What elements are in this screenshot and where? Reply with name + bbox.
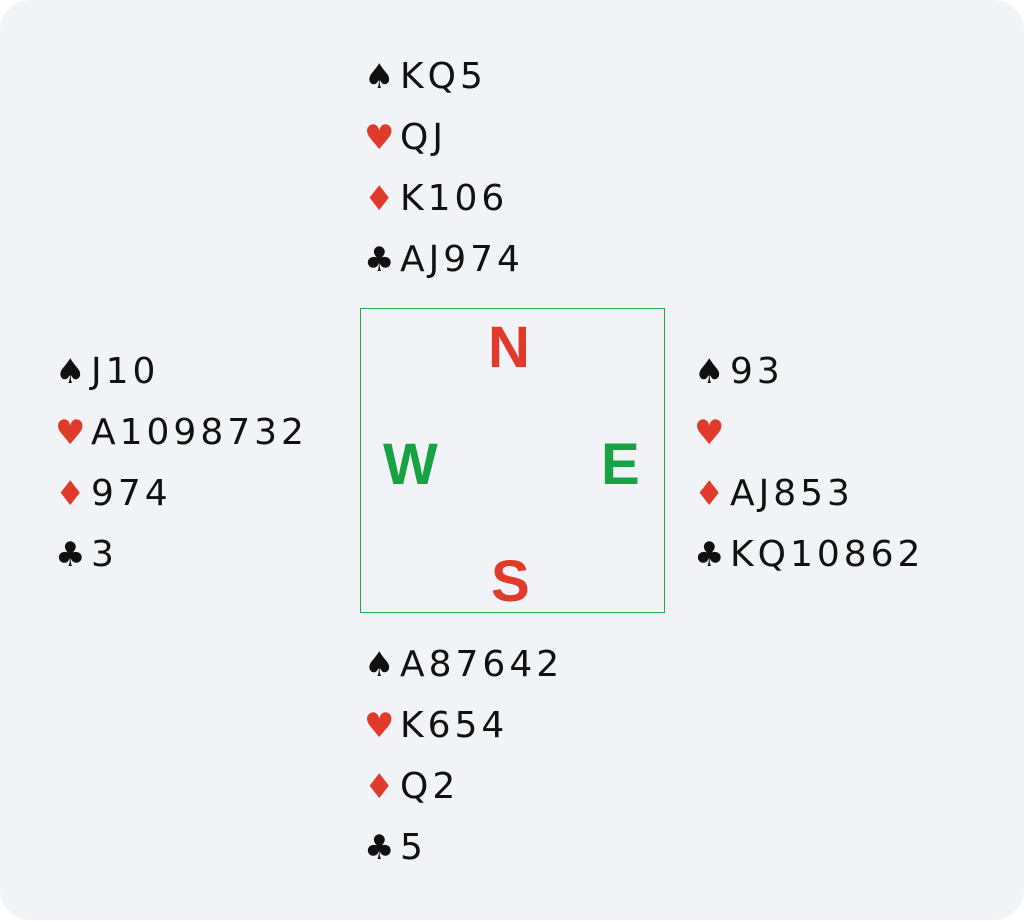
- compass-north: N: [488, 315, 530, 380]
- compass-east: E: [601, 432, 640, 497]
- west-spades-cards: J10: [91, 350, 160, 392]
- east-diamonds-cards: AJ853: [730, 472, 854, 514]
- north-diamonds-cards: K106: [400, 177, 509, 219]
- north-hearts-row: ♥ QJ: [364, 107, 524, 168]
- west-hearts-row: ♥ A1098732: [55, 402, 308, 463]
- heart-icon: ♥: [364, 117, 395, 158]
- diamond-icon: ♦: [694, 473, 725, 514]
- south-hearts-row: ♥ K654: [364, 695, 563, 756]
- hand-east: ♠ 93 ♥ ♦ AJ853 ♣ KQ10862: [694, 341, 924, 585]
- west-clubs-row: ♣ 3: [55, 524, 308, 585]
- club-icon: ♣: [364, 827, 395, 868]
- west-spades-row: ♠ J10: [55, 341, 308, 402]
- compass-south: S: [491, 549, 530, 614]
- spade-icon: ♠: [694, 351, 725, 392]
- diamond-icon: ♦: [364, 766, 395, 807]
- south-spades-row: ♠ A87642: [364, 634, 563, 695]
- south-diamonds-row: ♦ Q2: [364, 756, 563, 817]
- east-clubs-row: ♣ KQ10862: [694, 524, 924, 585]
- diamond-icon: ♦: [364, 178, 395, 219]
- heart-icon: ♥: [55, 412, 86, 453]
- east-hearts-row: ♥: [694, 402, 924, 463]
- east-clubs-cards: KQ10862: [730, 533, 925, 575]
- north-clubs-row: ♣ AJ974: [364, 229, 524, 290]
- hand-south: ♠ A87642 ♥ K654 ♦ Q2 ♣ 5: [364, 634, 563, 878]
- club-icon: ♣: [55, 534, 86, 575]
- south-clubs-cards: 5: [400, 826, 427, 868]
- compass-box: N W E S: [360, 308, 665, 613]
- west-diamonds-row: ♦ 974: [55, 463, 308, 524]
- hand-west: ♠ J10 ♥ A1098732 ♦ 974 ♣ 3: [55, 341, 308, 585]
- diamond-icon: ♦: [55, 473, 86, 514]
- east-diamonds-row: ♦ AJ853: [694, 463, 924, 524]
- south-clubs-row: ♣ 5: [364, 817, 563, 878]
- spade-icon: ♠: [364, 56, 395, 97]
- north-spades-cards: KQ5: [400, 55, 487, 97]
- north-diamonds-row: ♦ K106: [364, 168, 524, 229]
- north-spades-row: ♠ KQ5: [364, 46, 524, 107]
- heart-icon: ♥: [364, 705, 395, 746]
- south-spades-cards: A87642: [400, 643, 564, 685]
- west-hearts-cards: A1098732: [91, 411, 308, 453]
- heart-icon: ♥: [694, 412, 725, 453]
- east-spades-cards: 93: [730, 350, 784, 392]
- spade-icon: ♠: [364, 644, 395, 685]
- spade-icon: ♠: [55, 351, 86, 392]
- west-diamonds-cards: 974: [91, 472, 172, 514]
- south-hearts-cards: K654: [400, 704, 509, 746]
- east-spades-row: ♠ 93: [694, 341, 924, 402]
- west-clubs-cards: 3: [91, 533, 118, 575]
- hand-north: ♠ KQ5 ♥ QJ ♦ K106 ♣ AJ974: [364, 46, 524, 290]
- north-hearts-cards: QJ: [400, 116, 447, 158]
- compass-west: W: [383, 432, 438, 497]
- south-diamonds-cards: Q2: [400, 765, 460, 807]
- club-icon: ♣: [694, 534, 725, 575]
- north-clubs-cards: AJ974: [400, 238, 524, 280]
- club-icon: ♣: [364, 239, 395, 280]
